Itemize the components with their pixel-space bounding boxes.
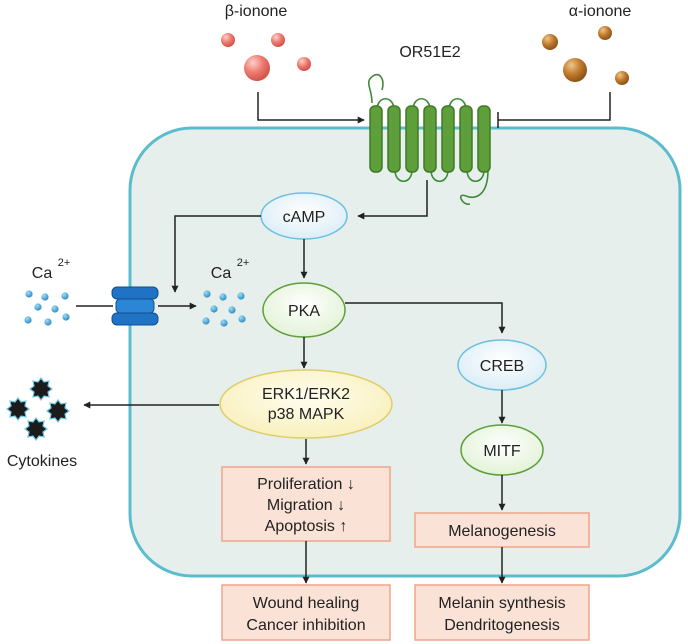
creb-label: CREB [480,358,524,375]
camp-to-calcium-arrow [171,215,261,293]
pka-label: PKA [288,303,320,320]
calcium-outside-label: Ca [32,265,53,282]
melanogenesis-box [414,512,590,548]
calcium-inside-charge: 2+ [237,257,250,269]
beta-ionone-molecules [221,33,311,81]
calcium-outside-charge: 2+ [58,257,71,269]
or51e2-receptor [367,73,491,205]
receptor-to-camp-arrow [357,180,428,220]
melanogenesis-label: Melanogenesis [448,523,556,540]
calcium-inside-label: Ca [211,265,232,282]
erk-p38-node [219,369,393,439]
cytokine-particles [6,377,70,441]
erk-label: ERK1/ERK2 [262,386,350,403]
outcome-right-box [414,584,590,641]
camp-label: cAMP [283,209,326,226]
beta-ionone-activation-arrow [257,92,365,124]
effect-migration: Migration ↓ [267,497,345,514]
alpha-ionone-inhibition-line [497,92,611,128]
calcium-ions-inside [202,290,246,327]
mitf-label: MITF [483,443,521,460]
alpha-ionone-molecules [542,26,629,85]
alpha-ionone-label: α-ionone [569,3,632,20]
effect-apoptosis: Apoptosis ↑ [265,518,348,535]
outcome-wound-healing: Wound healing [253,595,359,612]
receptor-label: OR51E2 [399,44,460,61]
cytokines-label: Cytokines [7,453,77,470]
outcome-melanin-synthesis: Melanin synthesis [438,595,565,612]
outcome-cancer-inhibition: Cancer inhibition [246,617,365,634]
beta-ionone-label: β-ionone [225,3,288,20]
outcome-dendritogenesis: Dendritogenesis [444,617,560,634]
cell-body [128,126,682,578]
cellular-effects-box [221,466,391,542]
calcium-channel [111,286,159,326]
effect-proliferation: Proliferation ↓ [257,476,355,493]
pka-to-creb-arrow [345,302,506,334]
outcome-left-box [221,584,391,641]
p38-label: p38 MAPK [268,406,345,423]
calcium-ions-outside [24,290,70,326]
